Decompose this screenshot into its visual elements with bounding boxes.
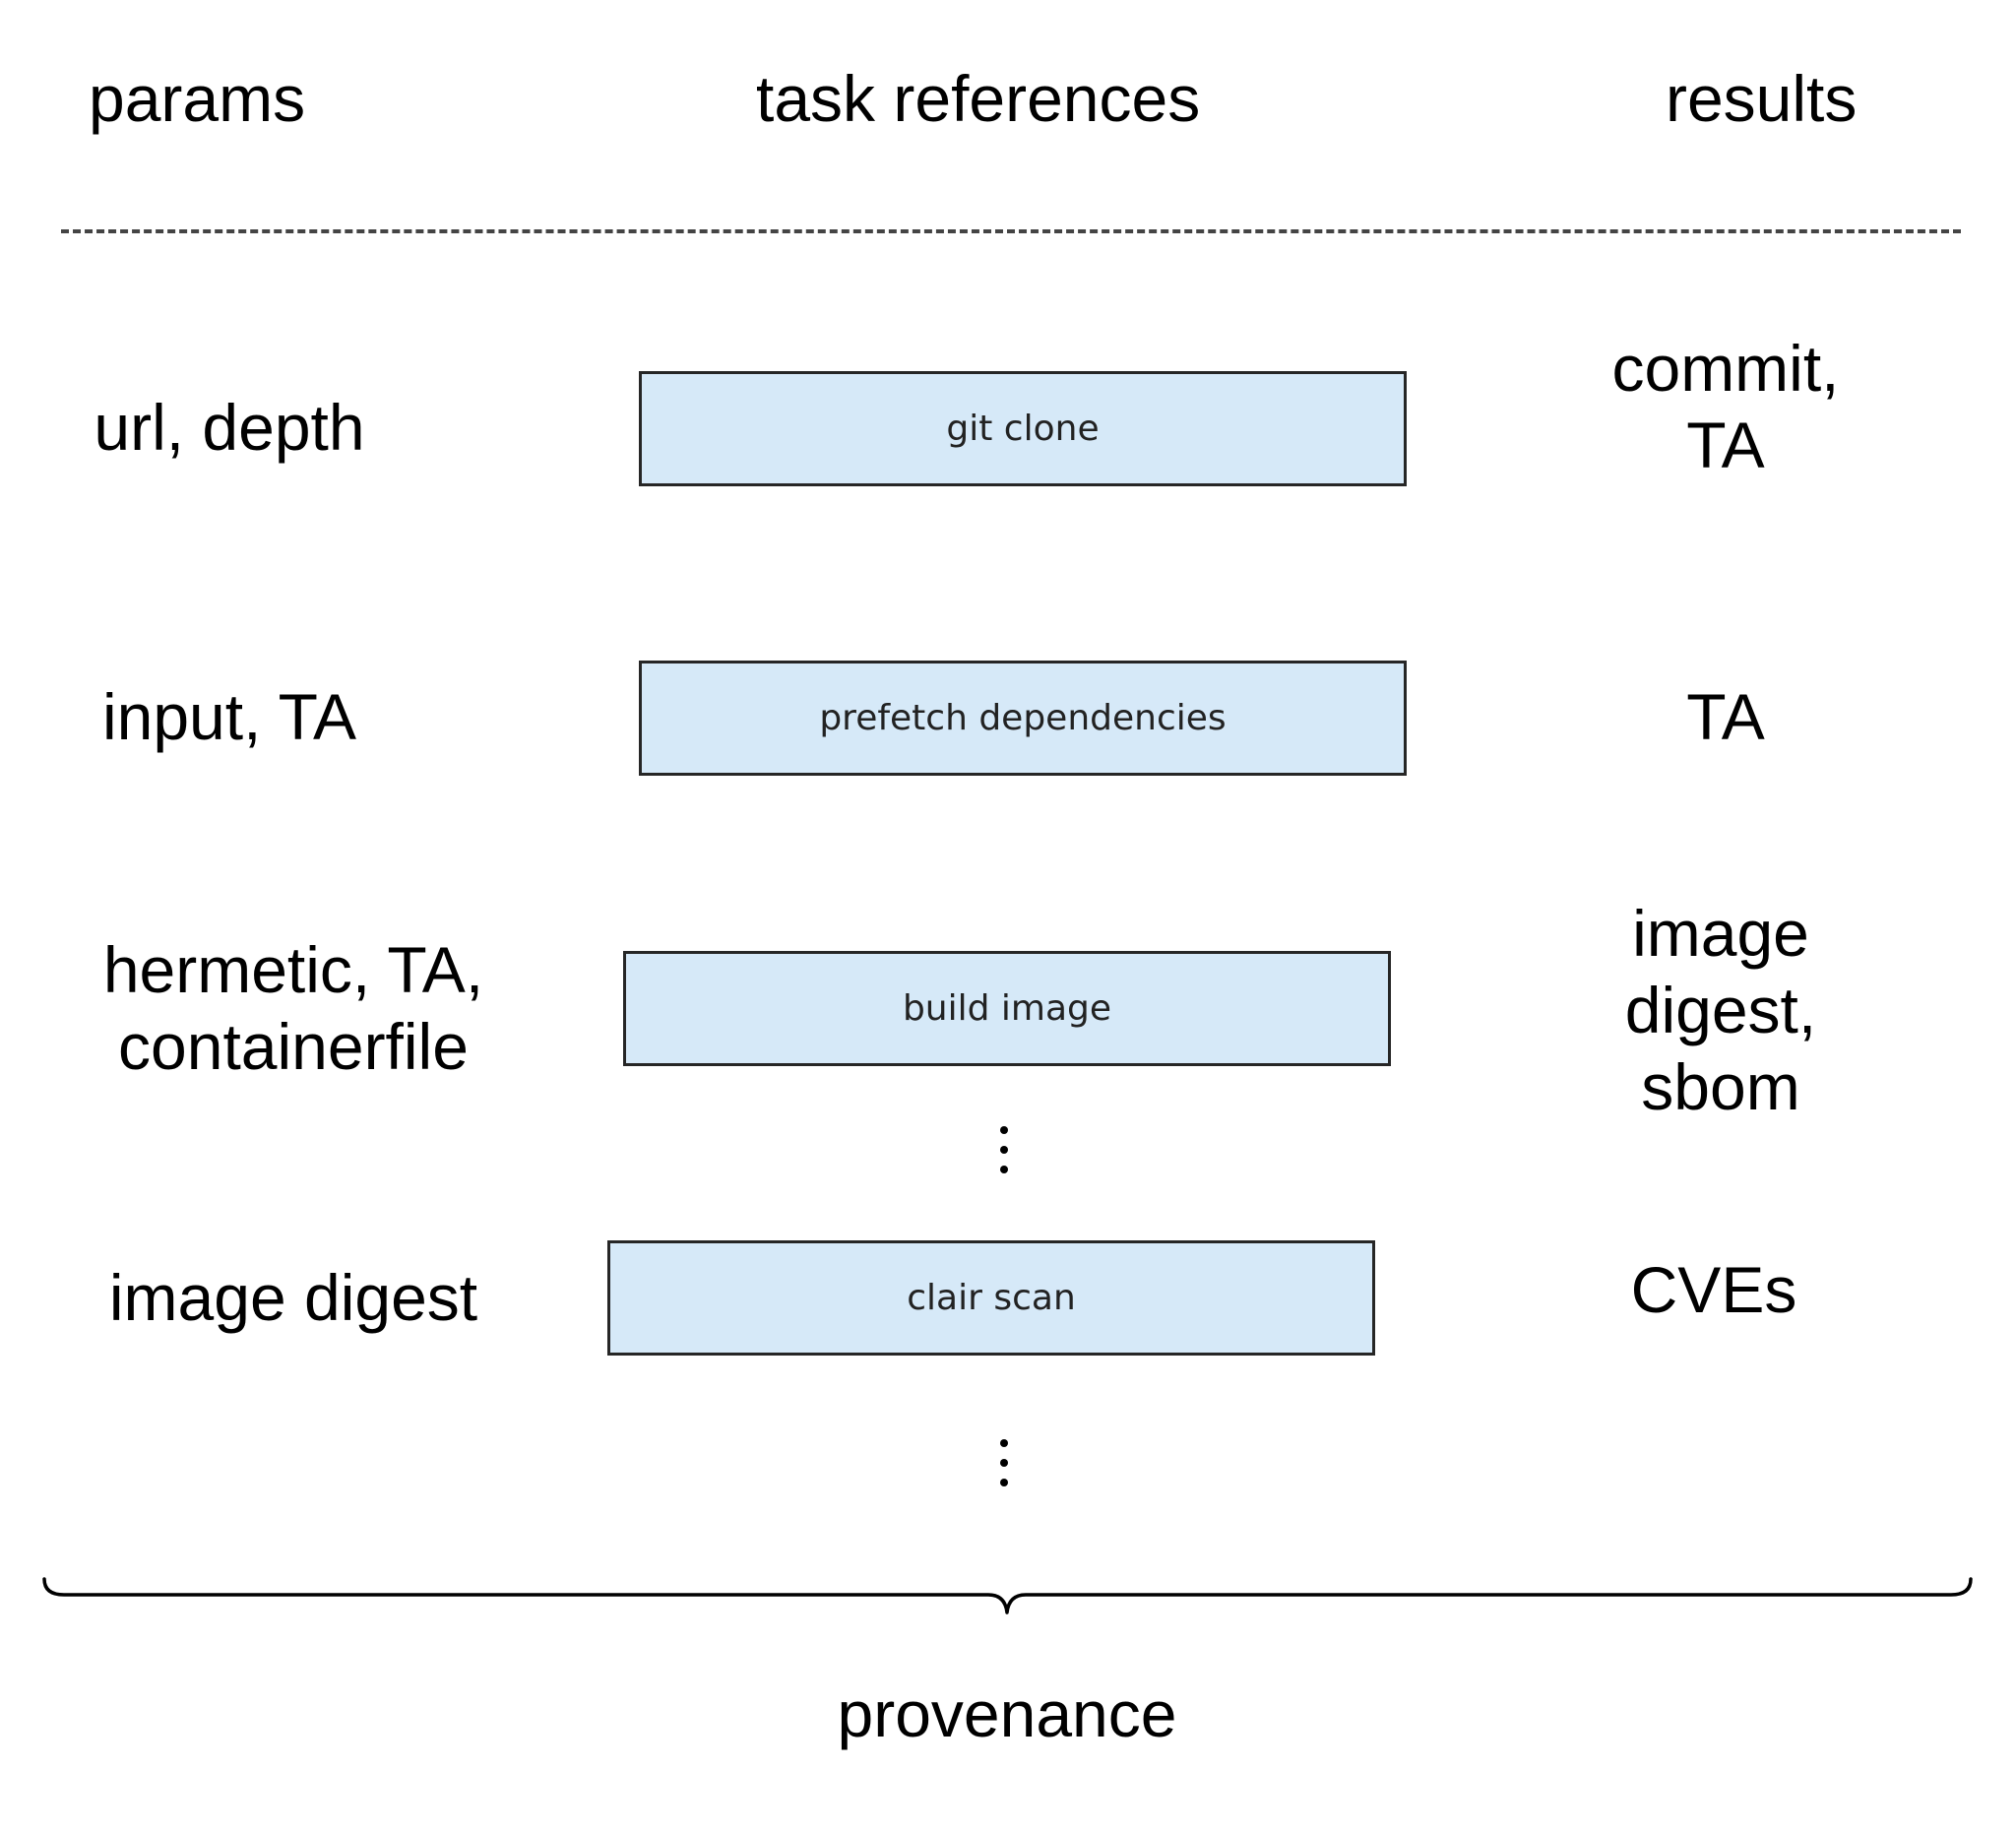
row-results-label: TA xyxy=(1686,680,1765,753)
task-references-column-header: task references xyxy=(756,62,1201,135)
task-box-prefetch-dependencies: prefetch dependencies xyxy=(639,661,1407,776)
provenance-label: provenance xyxy=(837,1677,1177,1750)
curly-brace-icon xyxy=(42,1577,1973,1614)
results-column-header: results xyxy=(1666,62,1858,135)
vertical-ellipsis-icon xyxy=(999,1435,1009,1494)
params-column-header: params xyxy=(89,62,306,135)
task-box-clair-scan: clair scan xyxy=(607,1240,1375,1356)
row-params-label: url, depth xyxy=(94,391,365,464)
task-box-git-clone: git clone xyxy=(639,371,1407,486)
header-divider xyxy=(61,229,1961,233)
task-box-build-image: build image xyxy=(623,951,1391,1066)
row-params-label: image digest xyxy=(108,1261,478,1334)
row-results-label: CVEs xyxy=(1630,1253,1797,1326)
row-params-label: input, TA xyxy=(101,680,357,753)
vertical-ellipsis-icon xyxy=(999,1122,1009,1181)
row-params-label: hermetic, TA, containerfile xyxy=(102,933,484,1083)
row-results-label: image digest, sbom xyxy=(1624,897,1817,1123)
row-results-label: commit, TA xyxy=(1611,332,1840,481)
